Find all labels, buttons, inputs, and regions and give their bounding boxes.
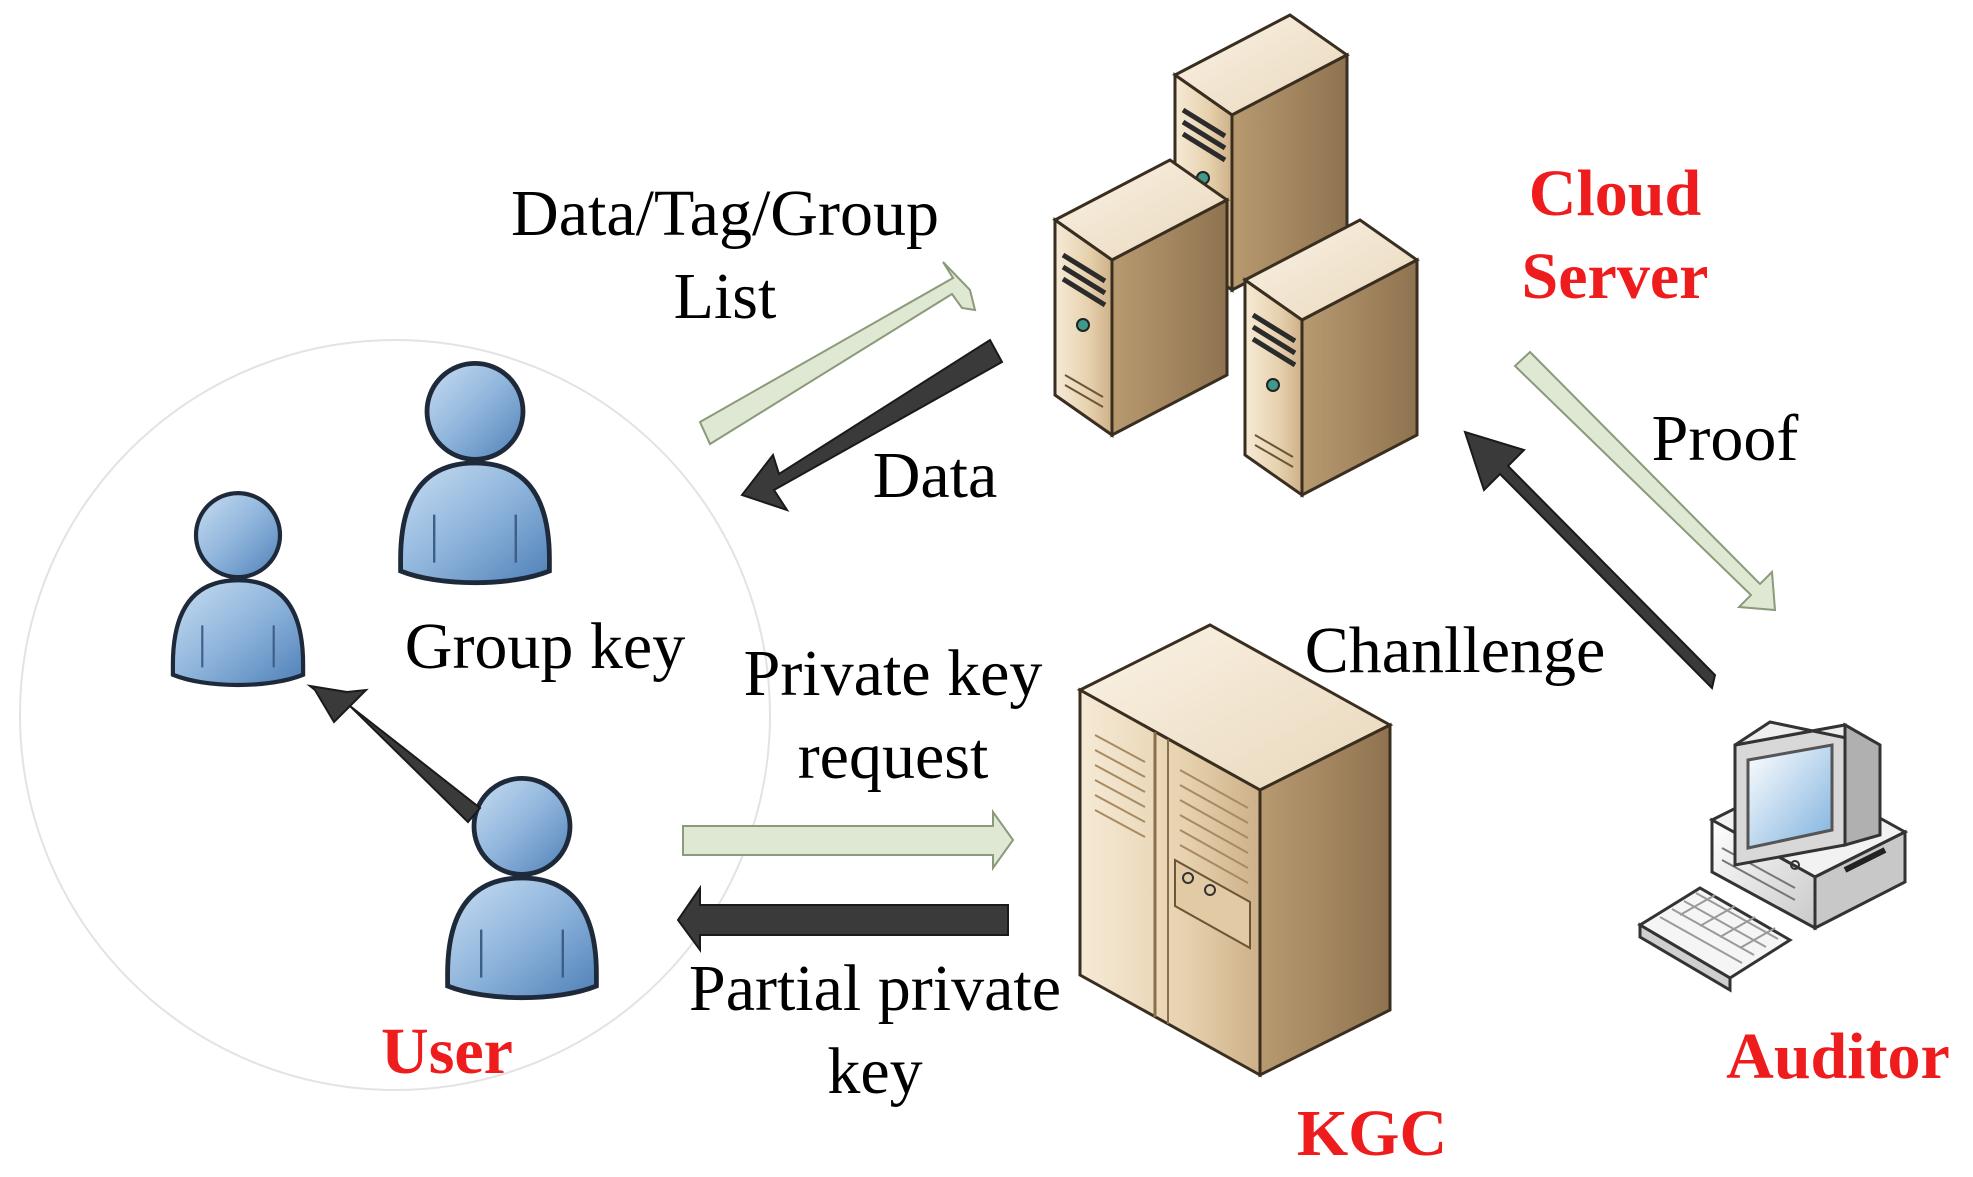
label-data: Data xyxy=(873,439,998,512)
group-key-arrow xyxy=(306,684,482,824)
server-tower-icon xyxy=(1076,623,1394,1078)
label-partial-private-key-line2: key xyxy=(827,1035,922,1108)
download-data-arrow xyxy=(740,338,1004,512)
person-icon xyxy=(398,360,552,586)
label-data-tag-group-line2: List xyxy=(674,260,777,333)
person-icon xyxy=(445,775,599,1001)
label-challenge: Chanllenge xyxy=(1305,614,1606,687)
upload-data-arrow xyxy=(698,261,977,446)
label-group-key: Group key xyxy=(405,610,685,683)
role-label-kgc: KGC xyxy=(1297,1097,1447,1170)
server-unit xyxy=(1052,158,1230,438)
desktop-computer-icon xyxy=(1637,720,1909,993)
person-icon xyxy=(170,491,306,688)
role-label-cloud-server-line2: Server xyxy=(1522,240,1709,313)
role-label-user: User xyxy=(381,1015,513,1088)
role-label-auditor: Auditor xyxy=(1726,1020,1950,1093)
server-unit xyxy=(1242,218,1420,498)
label-partial-private-key: Partial private xyxy=(689,952,1061,1025)
label-private-key-request: Private key xyxy=(744,637,1043,710)
label-private-key-request-line2: request xyxy=(798,720,989,793)
user-group-circle xyxy=(19,339,771,1091)
label-proof: Proof xyxy=(1652,402,1799,475)
role-label-cloud-server: Cloud xyxy=(1529,157,1701,230)
challenge-arrow xyxy=(1463,430,1717,690)
label-data-tag-group: Data/Tag/Group xyxy=(511,177,939,250)
partial-private-key-arrow xyxy=(676,884,1009,954)
server-cluster-icon xyxy=(1052,13,1420,498)
private-key-request-arrow xyxy=(682,808,1015,872)
proof-arrow xyxy=(1513,350,1777,612)
